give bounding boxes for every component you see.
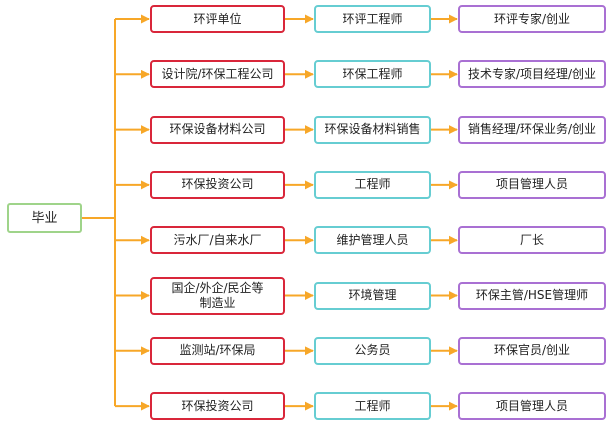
- position-node: 维护管理人员: [314, 226, 431, 255]
- position-node: 工程师: [314, 170, 431, 199]
- career-node: 销售经理/环保业务/创业: [458, 115, 606, 144]
- org-node: 环保投资公司: [150, 392, 285, 421]
- org-node: 环保投资公司: [150, 170, 285, 199]
- position-node: 公务员: [314, 336, 431, 365]
- position-node: 环评工程师: [314, 5, 431, 33]
- position-node: 环保设备材料销售: [314, 115, 431, 144]
- position-node: 环保工程师: [314, 60, 431, 89]
- org-node: 监测站/环保局: [150, 336, 285, 365]
- career-node: 环保主管/HSE管理师: [458, 281, 606, 310]
- position-node: 工程师: [314, 392, 431, 421]
- career-node: 环评专家/创业: [458, 5, 606, 33]
- org-node: 国企/外企/民企等 制造业: [150, 276, 285, 315]
- career-node: 项目管理人员: [458, 392, 606, 421]
- org-node: 设计院/环保工程公司: [150, 60, 285, 89]
- org-node: 环评单位: [150, 5, 285, 33]
- career-node: 厂长: [458, 226, 606, 255]
- position-node: 环境管理: [314, 281, 431, 310]
- org-node: 污水厂/自来水厂: [150, 226, 285, 255]
- career-node: 环保官员/创业: [458, 336, 606, 365]
- career-node: 技术专家/项目经理/创业: [458, 60, 606, 89]
- career-node: 项目管理人员: [458, 170, 606, 199]
- root-node-graduation: 毕业: [7, 203, 82, 233]
- org-node: 环保设备材料公司: [150, 115, 285, 144]
